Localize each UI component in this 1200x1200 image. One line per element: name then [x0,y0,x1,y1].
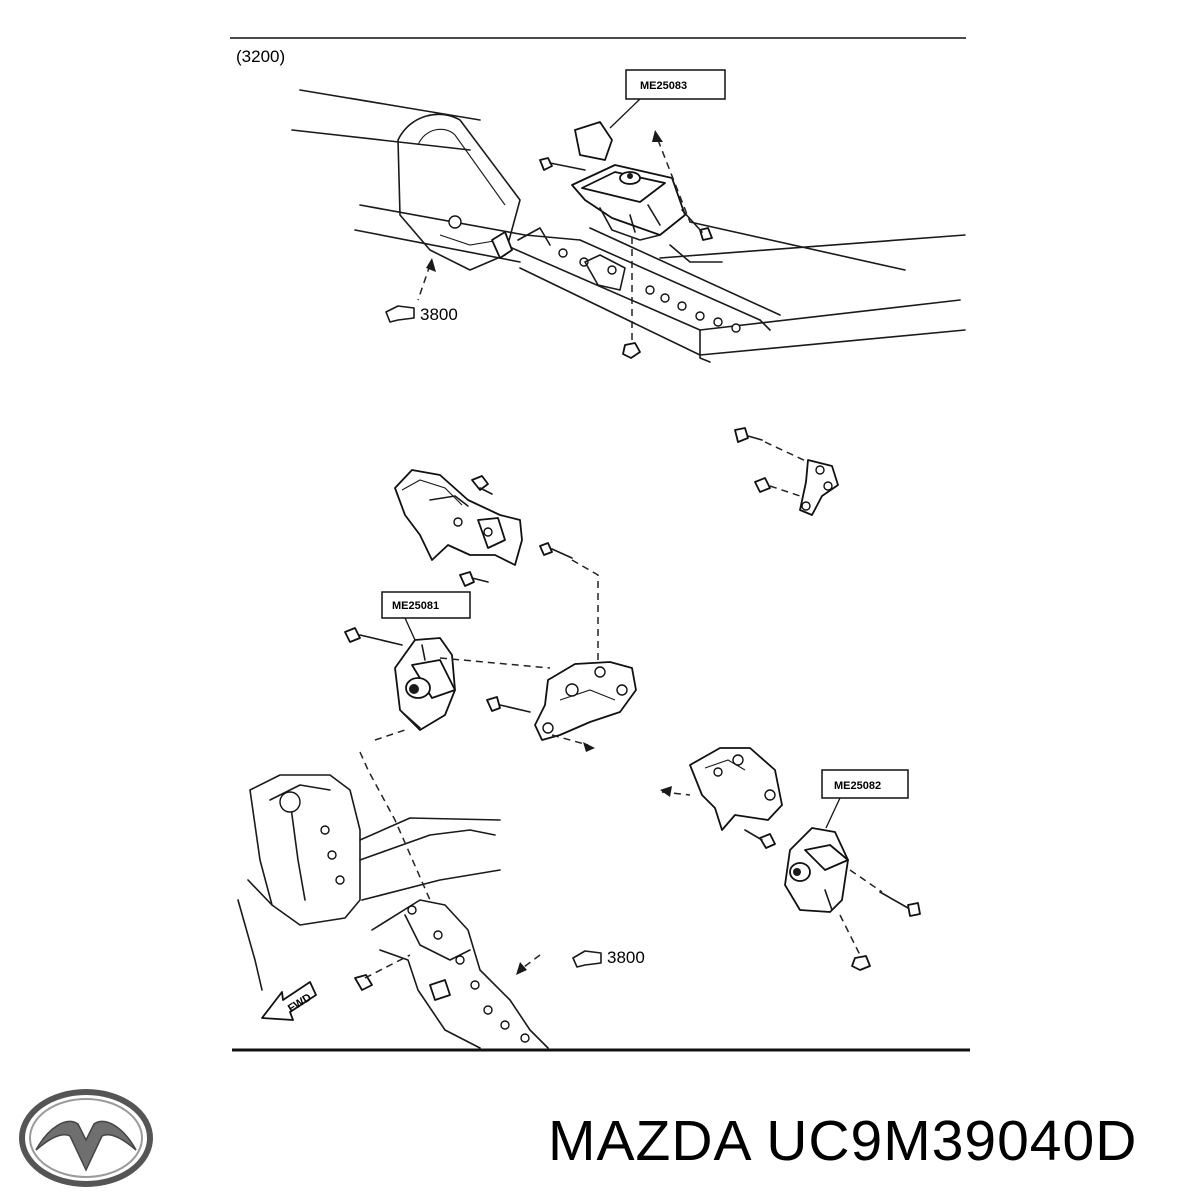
reference-upper-label: 3800 [420,305,458,324]
reference-lower: 3800 [572,948,645,968]
section-code: (3200) [236,47,285,66]
part-me25083 [539,121,723,359]
svg-text:ME25083: ME25083 [640,80,687,92]
upper-frame-view [291,89,966,363]
hand-pointer-icon [572,950,602,968]
svg-text:ME25082: ME25082 [834,780,881,792]
part-me25081 [344,627,551,741]
hand-pointer-icon [385,305,415,323]
label-me25082: ME25082 [821,769,909,829]
label-me25081: ME25081 [381,591,471,641]
fwd-arrow-icon: FWD [261,981,317,1021]
reference-lower-label: 3800 [607,948,645,967]
bracket-plate [734,427,839,516]
reference-upper: 3800 [385,305,458,324]
part-me25082 [660,747,921,971]
label-me25083: ME25083 [609,69,726,129]
engine-bracket-upper [394,469,599,668]
center-mount-bracket [486,661,637,752]
svg-text:ME25081: ME25081 [392,600,439,612]
brand-part-number: MAZDA UC9M39040D [548,1109,1138,1173]
mazda-logo [19,1089,153,1187]
lower-frame-view [237,751,549,1049]
